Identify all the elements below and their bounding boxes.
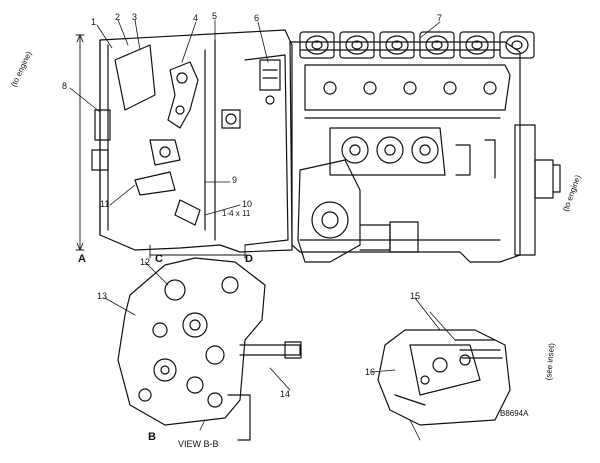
view-b-leaders (104, 261, 291, 431)
item-number: 15 (410, 291, 421, 301)
view-label-a: A (78, 253, 86, 265)
governor-housing (91, 29, 293, 253)
item-number: 11 (100, 199, 110, 209)
inset-detail (377, 329, 511, 426)
item-number: 6 (254, 13, 260, 23)
item-number: 16 (365, 367, 376, 377)
drawing-reference: B8694A (500, 409, 529, 418)
item-number: 14 (280, 389, 291, 399)
feed-pump (297, 159, 419, 263)
item-number: 8 (62, 81, 68, 91)
item-number: 1 (91, 17, 97, 27)
item-number: 4 (193, 13, 199, 23)
delivery-valves (299, 31, 535, 59)
pump-rail (304, 64, 511, 176)
view-label-b: B (148, 431, 156, 443)
view-label-d: D (245, 253, 253, 265)
small-tag: 1-4 x 11 (222, 209, 251, 218)
inset-leaders (371, 297, 456, 441)
item-number: 10 (242, 199, 253, 209)
item-number: 2 (115, 12, 121, 22)
leader-lines (69, 19, 441, 216)
item-number: 7 (437, 13, 443, 23)
view-label-c: C (155, 253, 163, 265)
item-number: 13 (97, 291, 108, 301)
view-caption: VIEW B-B (178, 439, 219, 449)
view-b-section (117, 257, 302, 441)
governor-levers (114, 44, 281, 226)
item-number: 9 (232, 175, 238, 185)
item-number: 5 (212, 11, 218, 21)
dimension-lines (75, 34, 246, 259)
item-number: 3 (132, 12, 138, 22)
item-number: 12 (140, 257, 151, 267)
